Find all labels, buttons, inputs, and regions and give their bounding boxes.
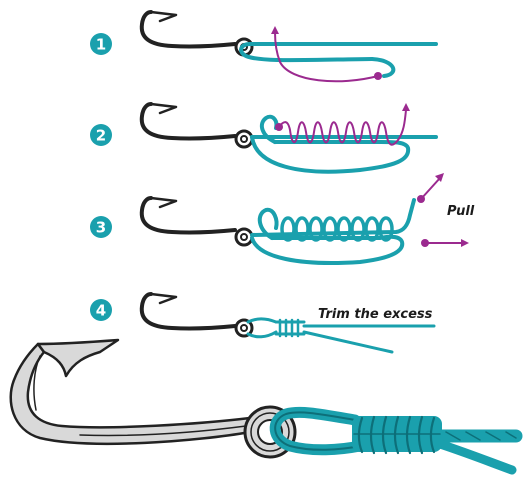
step-2-hook xyxy=(139,102,254,149)
step-2-number: 2 xyxy=(96,127,106,145)
step-4: 4 Trim the excess xyxy=(90,292,436,354)
detail-line xyxy=(269,406,523,475)
detail-hook xyxy=(9,338,297,459)
step-2-badge: 2 xyxy=(90,124,112,146)
step-3-line xyxy=(250,198,416,265)
step-1-line xyxy=(239,42,438,78)
step-4-caption: Trim the excess xyxy=(318,307,433,322)
detail-view xyxy=(9,338,523,475)
detail-wraps xyxy=(352,415,442,455)
step-1-badge: 1 xyxy=(90,33,112,55)
step-2-line xyxy=(250,114,438,174)
step-4-line xyxy=(246,317,436,354)
step-3: 3 xyxy=(90,173,475,265)
step-1-number: 1 xyxy=(96,36,106,54)
step-4-number: 4 xyxy=(96,302,106,320)
step-3-pull-arrow-up xyxy=(417,173,444,203)
step-4-badge: 4 xyxy=(90,299,112,321)
step-3-wraps xyxy=(280,216,394,242)
step-3-number: 3 xyxy=(96,219,106,237)
step-2: 2 xyxy=(90,102,438,174)
step-3-caption: Pull xyxy=(447,204,475,219)
step-3-badge: 3 xyxy=(90,216,112,238)
step-4-hook xyxy=(139,292,254,338)
step-3-hook xyxy=(139,196,254,247)
step-3-pull-arrow-right xyxy=(421,239,469,247)
step-1: 1 xyxy=(90,10,438,83)
step-2-guide-arrow xyxy=(275,103,410,146)
step-1-hook xyxy=(139,10,254,57)
step-1-guide-arrow xyxy=(271,26,382,83)
